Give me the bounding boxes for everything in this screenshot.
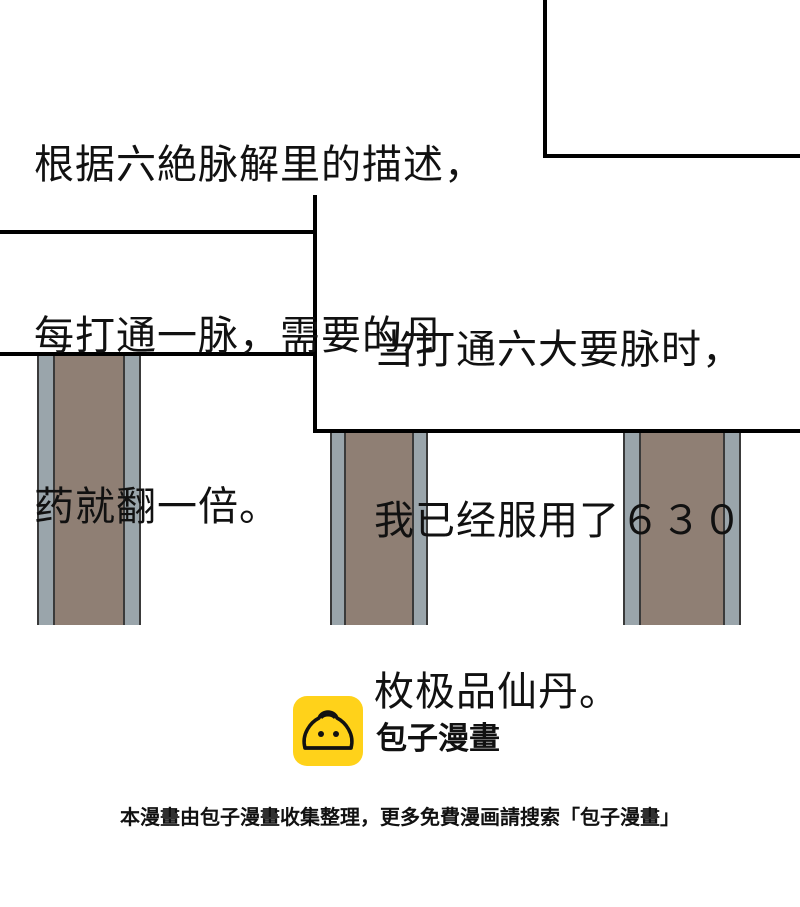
caption-second-line-3: 枚极品仙丹。	[374, 669, 620, 715]
pillar-left	[37, 350, 141, 625]
panel-right-mid	[313, 195, 800, 433]
brand-name: 包子漫畫	[376, 721, 500, 757]
logo-box	[293, 696, 363, 766]
pillar-middle	[330, 420, 428, 625]
caption-first-line-3: 药就翻一倍。	[34, 484, 280, 530]
pillar-right	[623, 420, 741, 625]
caption-first: 根据六絶脉解里的描述， 每打通一脉，需要的丹 药就翻一倍。	[34, 23, 485, 593]
caption-second-line-1: 当打通六大要脉时，	[374, 327, 743, 373]
steamed-bun-icon	[302, 710, 354, 750]
footer-notice: 本漫畫由包子漫畫收集整理，更多免費漫画請搜索「包子漫畫」	[120, 805, 680, 829]
caption-second: 当打通六大要脉时， 我已经服用了６３０ 枚极品仙丹。	[374, 208, 743, 778]
caption-first-line-2: 每打通一脉，需要的丹	[34, 313, 444, 359]
panel-top-right	[543, 0, 800, 158]
caption-second-line-2: 我已经服用了６３０	[374, 498, 743, 544]
panel-left-mid	[0, 230, 318, 356]
caption-first-line-1: 根据六絶脉解里的描述，	[34, 142, 485, 188]
